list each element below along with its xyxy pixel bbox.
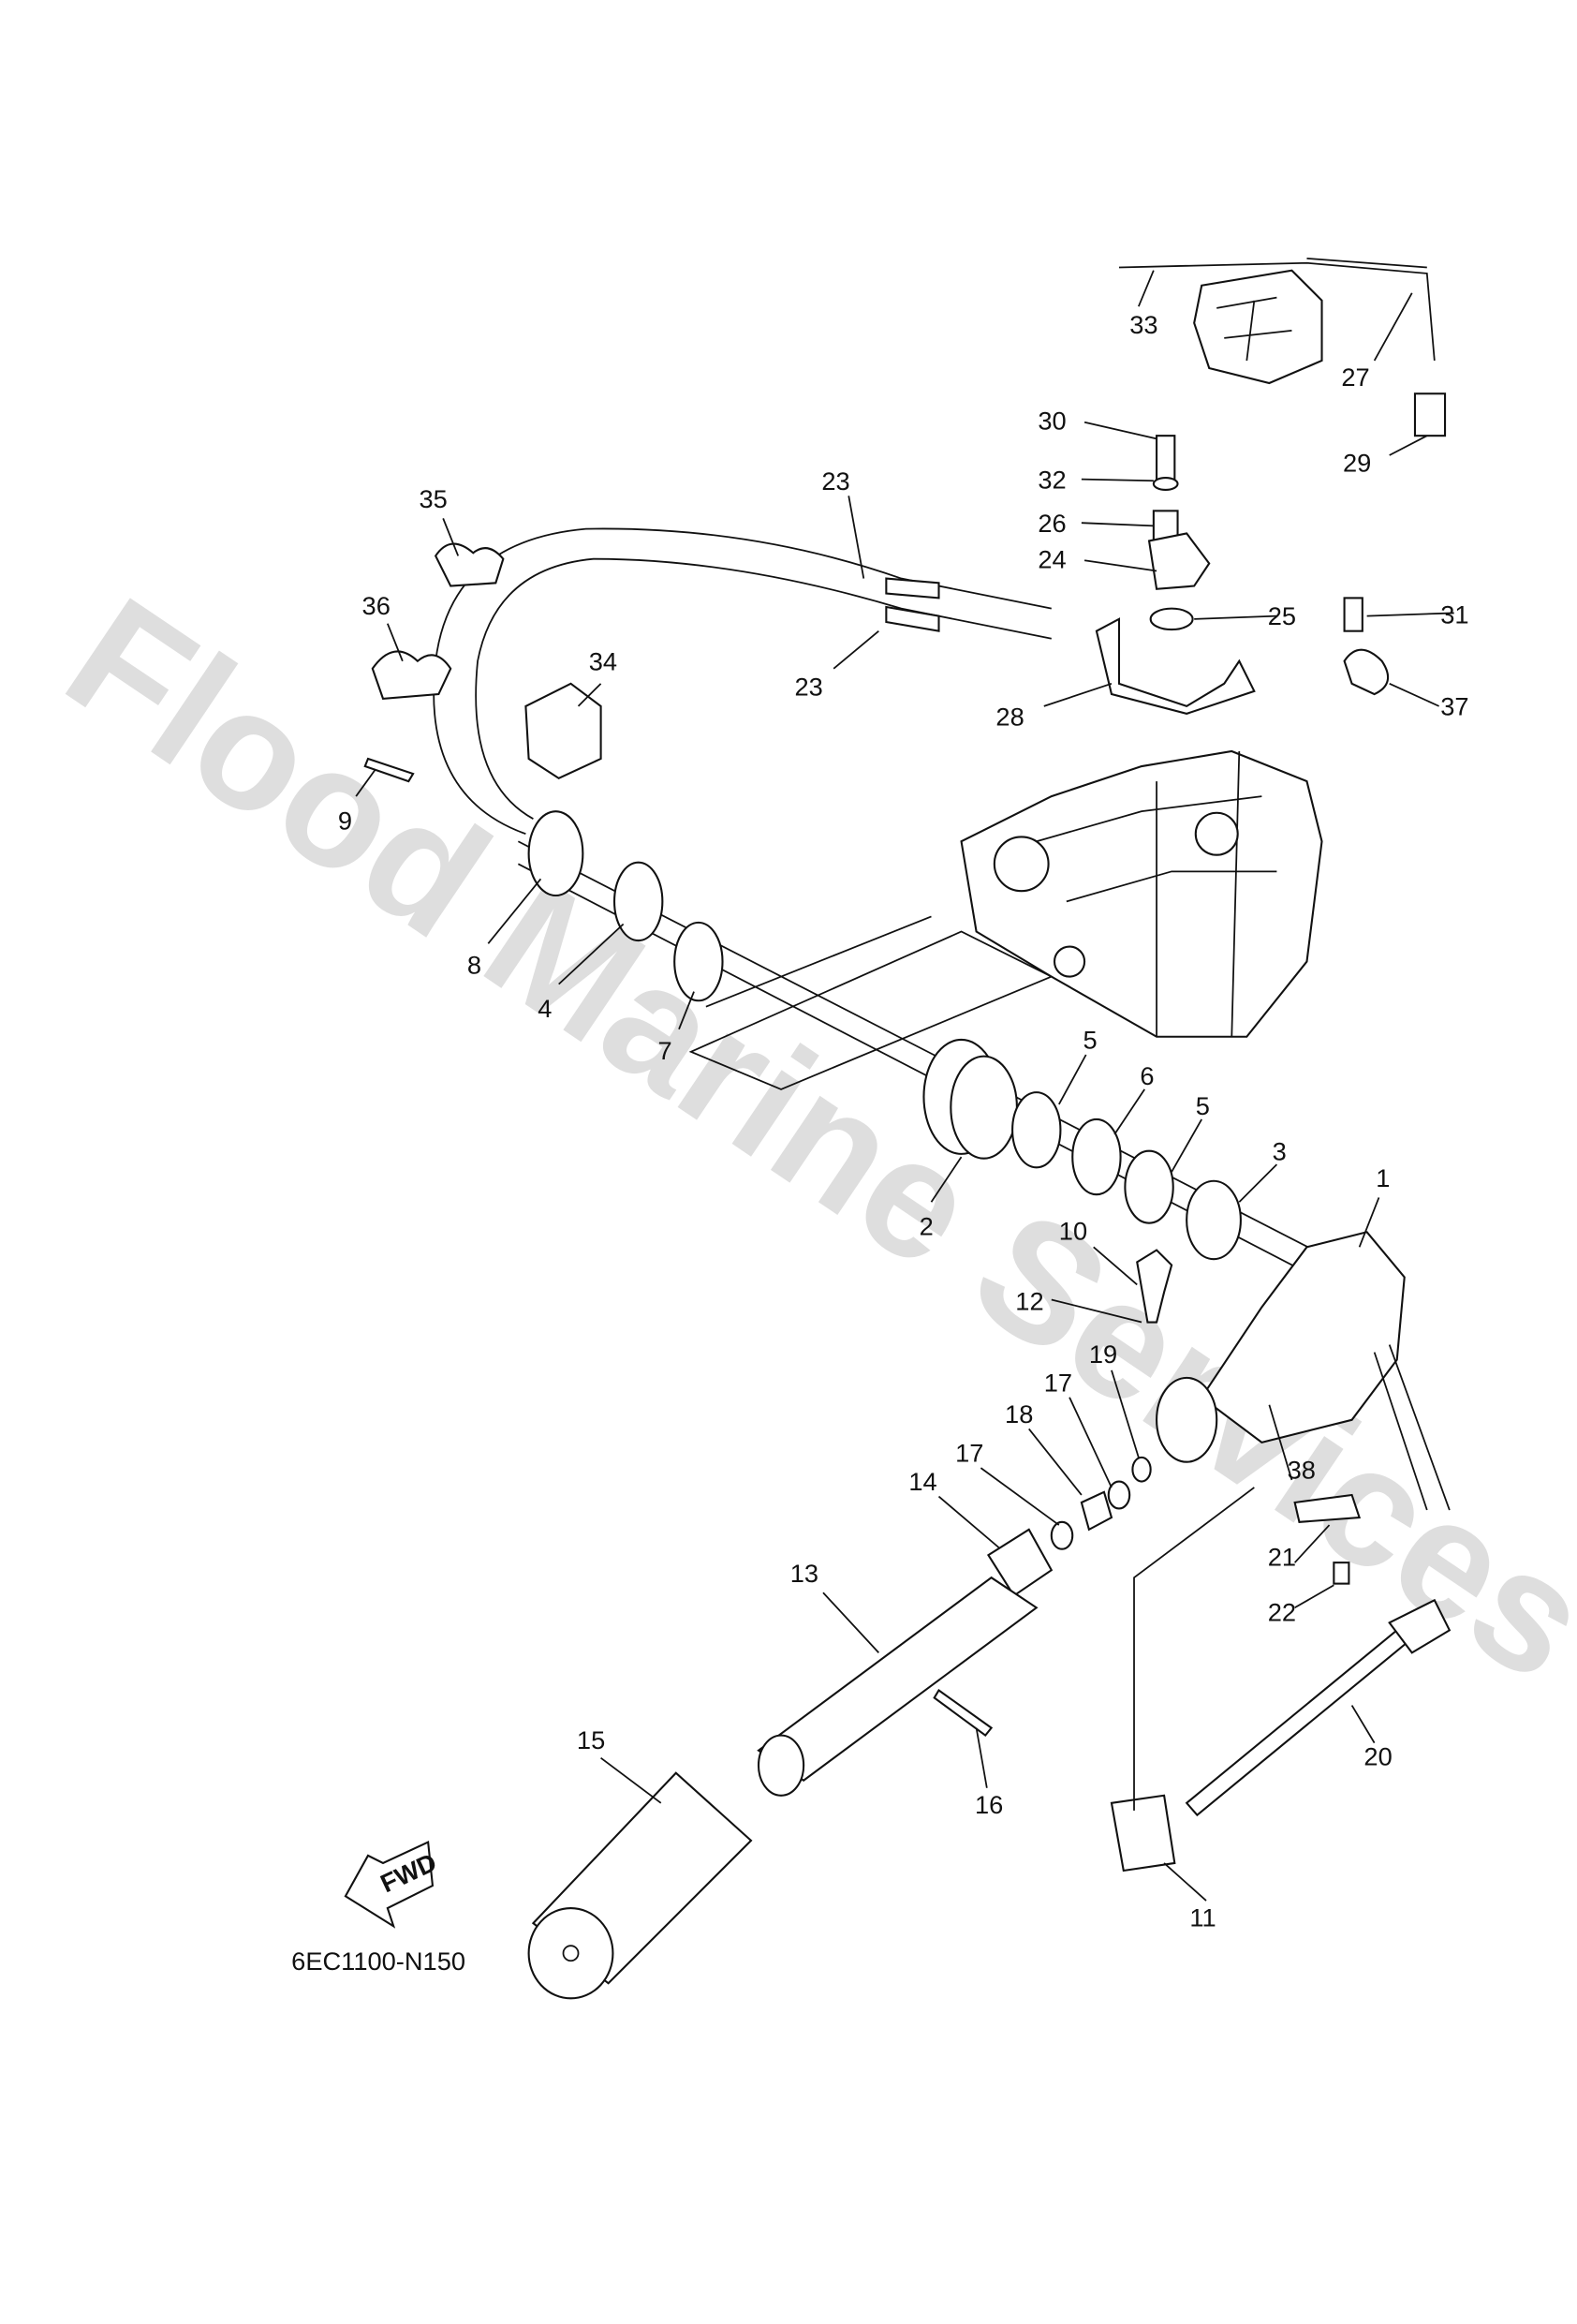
callout-numbers: 33 27 30 29 32 26 24 25 31 37 28 23 23 3… [338,310,1469,1932]
callout-22: 22 [1268,1598,1296,1627]
control-cables [433,527,1052,836]
callout-20: 20 [1363,1742,1392,1771]
callout-9: 9 [338,806,352,835]
callout-2: 2 [920,1211,934,1240]
callout-19: 19 [1089,1340,1117,1369]
callout-29: 29 [1343,449,1371,478]
callout-1: 1 [1376,1163,1390,1192]
callout-6: 6 [1140,1061,1154,1090]
callout-21: 21 [1268,1542,1296,1571]
callout-35: 35 [420,484,448,513]
engine-block [688,749,1323,1090]
callout-23a: 23 [821,466,849,496]
callout-17b: 17 [955,1439,983,1468]
callout-7: 7 [658,1036,672,1065]
callout-25: 25 [1268,601,1296,630]
callout-8: 8 [467,950,481,979]
callout-5a: 5 [1083,1026,1097,1055]
friction-rod [1110,1487,1452,1873]
callout-14: 14 [908,1467,936,1496]
callout-33: 33 [1129,310,1157,339]
callout-36: 36 [362,591,391,620]
callout-24: 24 [1038,544,1066,573]
callout-26: 26 [1038,509,1066,538]
callout-18: 18 [1005,1399,1033,1428]
diagram-code: 6EC1100-N150 [291,1947,465,1976]
callout-16: 16 [975,1790,1003,1819]
callout-3: 3 [1273,1136,1287,1165]
callout-23b: 23 [795,673,823,702]
callout-4: 4 [538,994,552,1023]
carburetor [1118,258,1436,385]
callout-27: 27 [1341,363,1369,392]
watermark: Flood Marine Services [36,562,1577,1717]
callout-17a: 17 [1044,1368,1072,1397]
callout-34: 34 [589,646,617,675]
callout-15: 15 [577,1725,605,1754]
callout-38: 38 [1288,1455,1316,1484]
callout-28: 28 [995,703,1024,732]
callout-10: 10 [1059,1216,1087,1245]
throttle-grip [527,1576,1039,2000]
fwd-arrow-icon: FWD [344,1840,441,1929]
callout-31: 31 [1440,600,1468,629]
callout-32: 32 [1038,465,1066,494]
callout-5b: 5 [1196,1091,1210,1120]
callout-13: 13 [790,1559,818,1588]
callout-11: 11 [1189,1902,1216,1932]
steering-shaft [517,810,1353,1294]
tiller-housing [1156,1231,1451,1585]
link-parts [1095,392,1447,715]
clamps [363,542,602,783]
callout-37: 37 [1440,692,1468,721]
callout-30: 30 [1038,407,1066,436]
callout-12: 12 [1015,1287,1043,1316]
leader-lines [355,270,1454,1902]
small-parts [933,1249,1173,1738]
